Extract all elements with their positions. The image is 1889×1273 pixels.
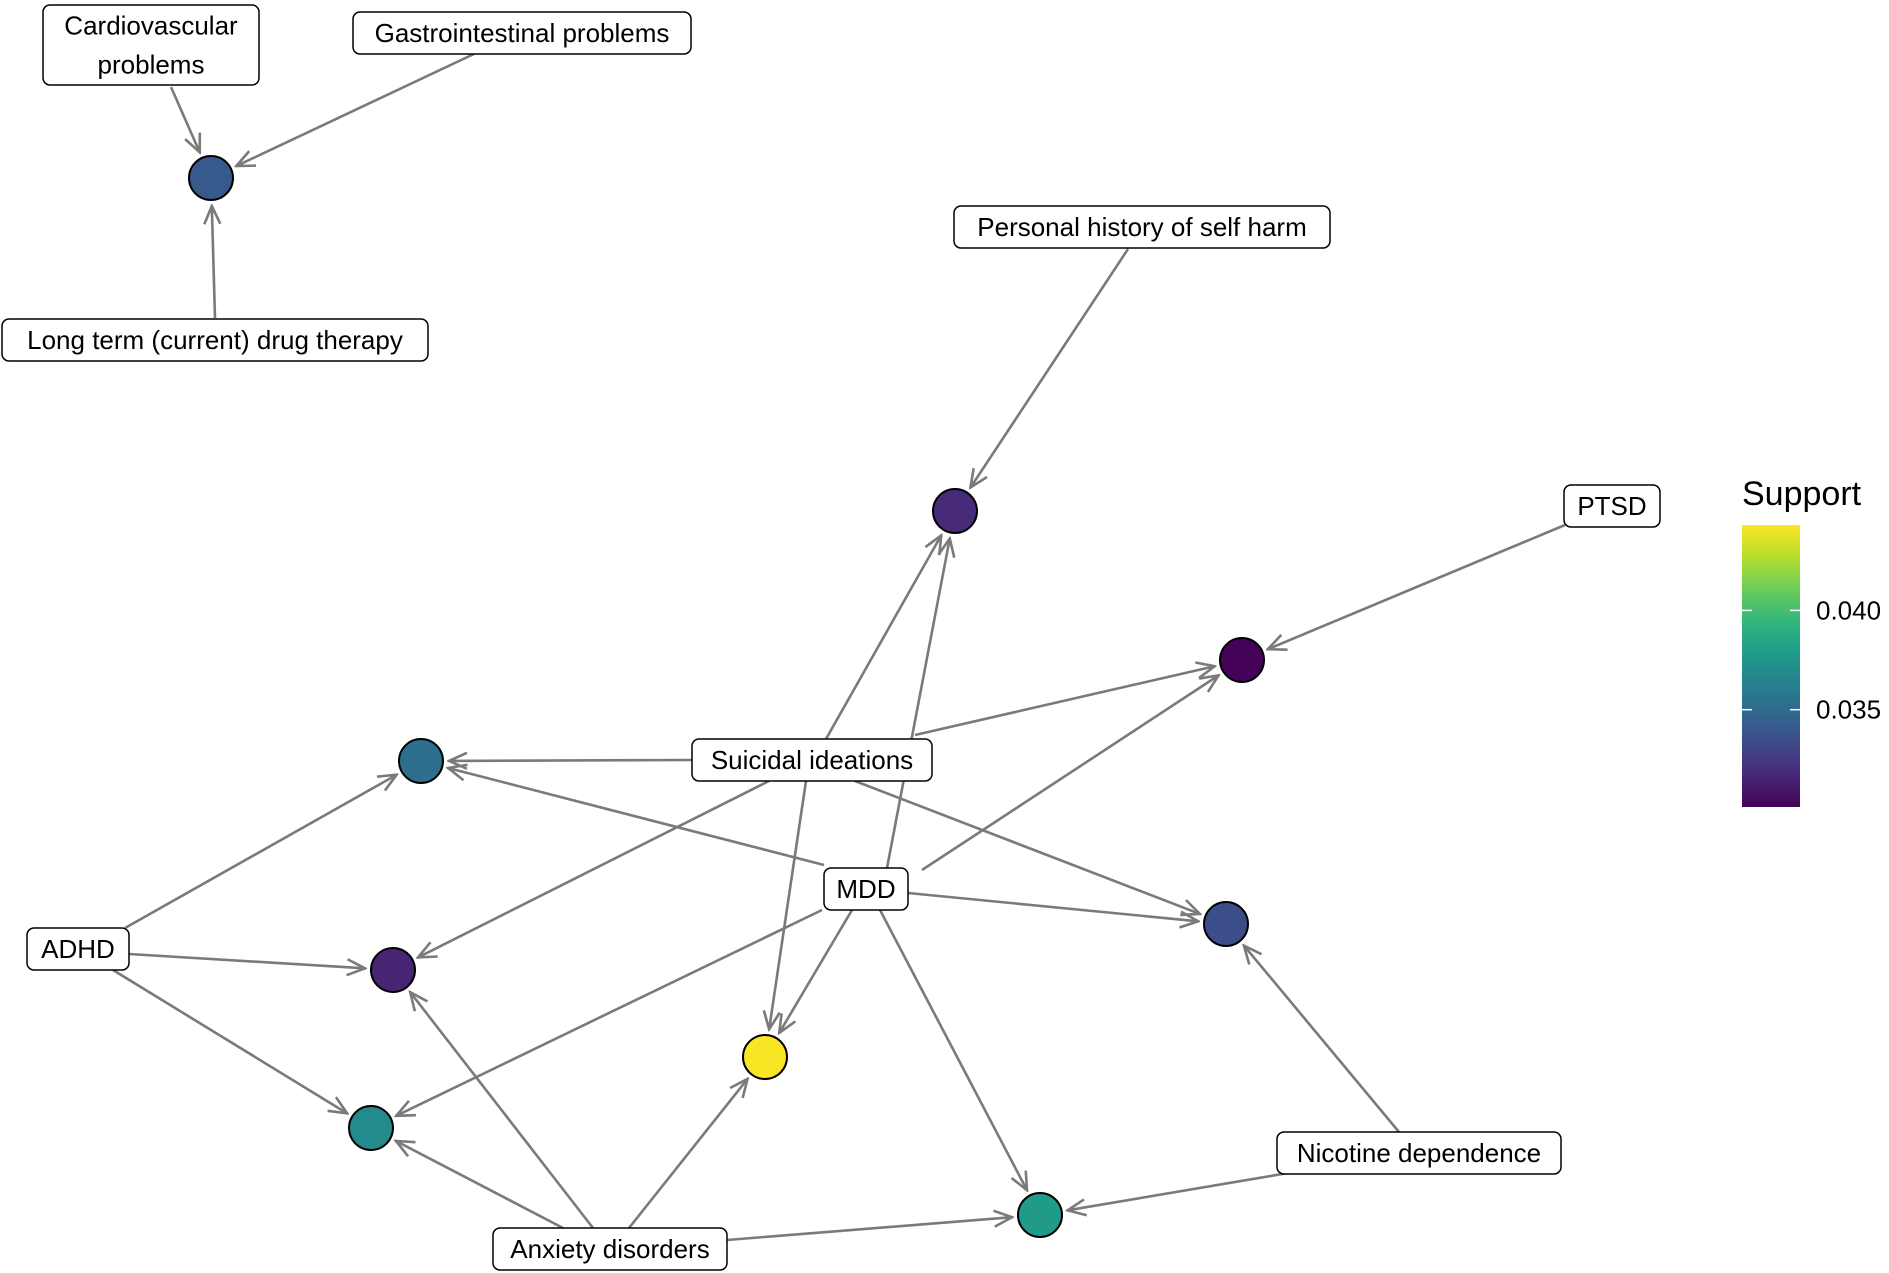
edge-nicotine-to-n_green (1068, 1170, 1295, 1210)
node-n-green (1017, 1192, 1063, 1238)
label-longterm: Long term (current) drug therapy (1, 318, 429, 362)
edge-anxiety-to-n_purple (410, 992, 595, 1229)
label-box (823, 867, 909, 911)
edge-suicidal-to-n_purple (418, 779, 770, 957)
edge-suicidal-to-n_teal (449, 760, 693, 761)
node-n-lteal (348, 1105, 394, 1151)
legend-tick-label: 0.040 (1816, 595, 1881, 625)
legend-tick-label: 0.035 (1816, 695, 1881, 725)
label-suicidal: Suicidal ideations (691, 738, 933, 782)
edge-mdd-to-n_teal (448, 768, 825, 867)
edge-mdd-to-n_yellow (779, 909, 854, 1033)
label-box (691, 738, 933, 782)
label-text: Nicotine dependence (1297, 1138, 1541, 1168)
edge-suicidal-to-n_ptsd (914, 666, 1215, 737)
support-legend: Support 0.040 0.035 (1742, 475, 1881, 807)
edge-ptsd-to-n_ptsd (1268, 523, 1566, 649)
node-n-top (188, 155, 234, 201)
label-box (26, 927, 130, 971)
edge-adhd-to-n_teal (124, 775, 397, 930)
node-n-blue (1203, 901, 1249, 947)
edge-selfharm-to-n_selfharm (970, 248, 1130, 488)
label-cardio: Cardiovascular problems (42, 4, 260, 86)
edge-anxiety-to-n_lteal (396, 1141, 564, 1230)
legend-ticks: 0.040 0.035 (1742, 595, 1881, 725)
node-n-teal (398, 738, 444, 784)
label-text: Gastrointestinal problems (375, 18, 670, 48)
label-nicotine: Nicotine dependence (1276, 1131, 1562, 1175)
edge-nicotine-to-n_blue (1244, 946, 1400, 1133)
legend-title: Support (1742, 475, 1862, 513)
edge-suicidal-to-n_yellow (769, 780, 808, 1029)
edge-mdd-to-n_selfharm (885, 539, 950, 869)
edge-cardio-to-n_top (169, 86, 200, 152)
label-text: Anxiety disorders (510, 1234, 709, 1264)
label-text: MDD (836, 874, 895, 904)
label-text: ADHD (41, 934, 115, 964)
edge-anxiety-to-n_green (726, 1217, 1012, 1242)
label-box (1563, 484, 1661, 528)
edge-anxiety-to-n_yellow (627, 1079, 748, 1229)
edge-adhd-to-n_purple (128, 952, 365, 968)
label-box (1, 318, 429, 362)
label-selfharm: Personal history of self harm (953, 205, 1331, 249)
labels-layer: Cardiovascular problems Gastrointestinal p… (1, 4, 1661, 1271)
label-mdd: MDD (823, 867, 909, 911)
edge-mdd-to-n_ptsd (921, 675, 1219, 872)
edges-layer (112, 51, 1566, 1242)
node-n-purple (370, 947, 416, 993)
edge-suicidal-to-n_blue (854, 779, 1200, 914)
label-box (42, 4, 260, 86)
label-box (1276, 1131, 1562, 1175)
nodes-layer (188, 155, 1265, 1238)
edge-gastro-to-n_top (236, 51, 477, 166)
label-text: Personal history of self harm (977, 212, 1306, 242)
edge-mdd-to-n_green (878, 909, 1027, 1190)
edge-suicidal-to-n_selfharm (824, 535, 941, 740)
label-adhd: ADHD (26, 927, 130, 971)
label-text: Cardiovascular (64, 11, 238, 41)
edge-mdd-to-n_lteal (396, 908, 823, 1116)
label-gastro: Gastrointestinal problems (352, 11, 692, 55)
label-box (492, 1227, 728, 1271)
node-n-ptsd (1219, 637, 1265, 683)
node-n-yellow (742, 1034, 788, 1080)
label-text: Long term (current) drug therapy (27, 325, 403, 355)
label-box (953, 205, 1331, 249)
node-n-selfharm (932, 488, 978, 534)
label-text: problems (98, 50, 205, 80)
label-ptsd: PTSD (1563, 484, 1661, 528)
edge-longterm-to-n_top (212, 206, 215, 319)
legend-colorbar (1742, 525, 1800, 807)
label-box (352, 11, 692, 55)
edge-mdd-to-n_blue (907, 891, 1198, 921)
label-text: PTSD (1577, 491, 1646, 521)
label-text: Suicidal ideations (711, 745, 913, 775)
edge-adhd-to-n_lteal (112, 968, 347, 1113)
label-anxiety: Anxiety disorders (492, 1227, 728, 1271)
